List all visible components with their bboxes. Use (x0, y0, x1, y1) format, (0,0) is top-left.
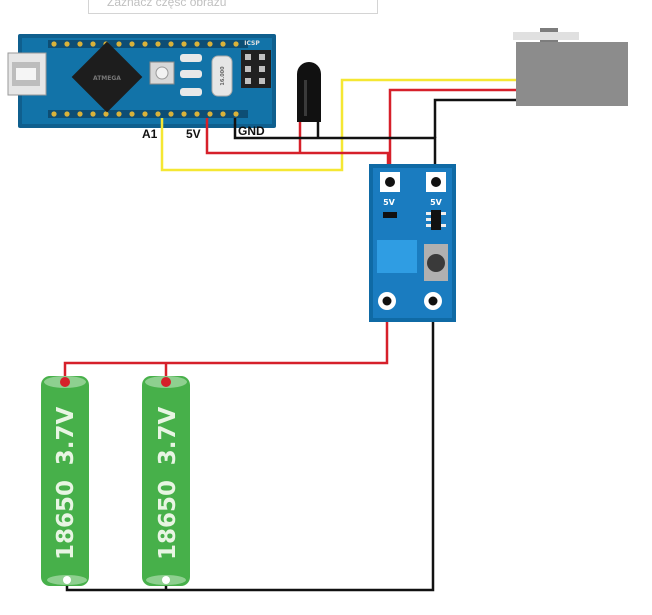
top-pin-header (48, 40, 248, 48)
ir-receiver-sensor (297, 62, 321, 122)
voltage-regulator-icon (426, 210, 446, 230)
black-gnd-wire-arduino (233, 118, 437, 182)
arduino-nano-board: ATMEGA 16.000 ICSP (7, 34, 276, 128)
icsp-header-icon: ICSP (241, 40, 271, 88)
servo-motor (513, 28, 628, 106)
battery-1-model: 18650 (53, 480, 79, 560)
battery-18650-1: 3.7V 18650 (41, 376, 89, 586)
output-terminal-right (426, 172, 446, 192)
battery-1-voltage: 3.7V (53, 407, 79, 466)
black-gnd-wire-servo (433, 98, 520, 138)
battery-18650-2: 3.7V 18650 (142, 376, 190, 586)
yellow-signal-wire (160, 78, 520, 172)
output-terminal-left (380, 172, 400, 192)
red-5v-wire-servo (388, 88, 520, 182)
red-battery-wire (63, 302, 389, 382)
bottom-pin-header (48, 110, 248, 118)
usb-connector-icon (7, 52, 47, 96)
selection-hint-field: Zaznacz część obrazu (88, 0, 378, 14)
input-terminal-left (378, 292, 396, 310)
crystal-icon: 16.000 (180, 54, 233, 97)
reset-button-icon (149, 61, 175, 85)
svg-text:ATMEGA: ATMEGA (93, 75, 121, 82)
input-terminal-right (424, 292, 442, 310)
svg-text:16.000: 16.000 (220, 66, 226, 86)
module-label-left: 5V (383, 198, 396, 207)
switch-icon (424, 244, 448, 281)
pin-5v-label: 5V (186, 127, 201, 141)
power-module: 5V 5V (369, 164, 456, 322)
battery-2-voltage: 3.7V (155, 407, 181, 466)
wiring (63, 78, 520, 592)
battery-2-model: 18650 (155, 480, 181, 560)
svg-text:ICSP: ICSP (244, 40, 260, 47)
pin-gnd-label: GND (238, 124, 265, 138)
module-label-right: 5V (430, 198, 443, 207)
pin-a1-label: A1 (142, 127, 158, 141)
black-battery-wire (65, 302, 435, 592)
